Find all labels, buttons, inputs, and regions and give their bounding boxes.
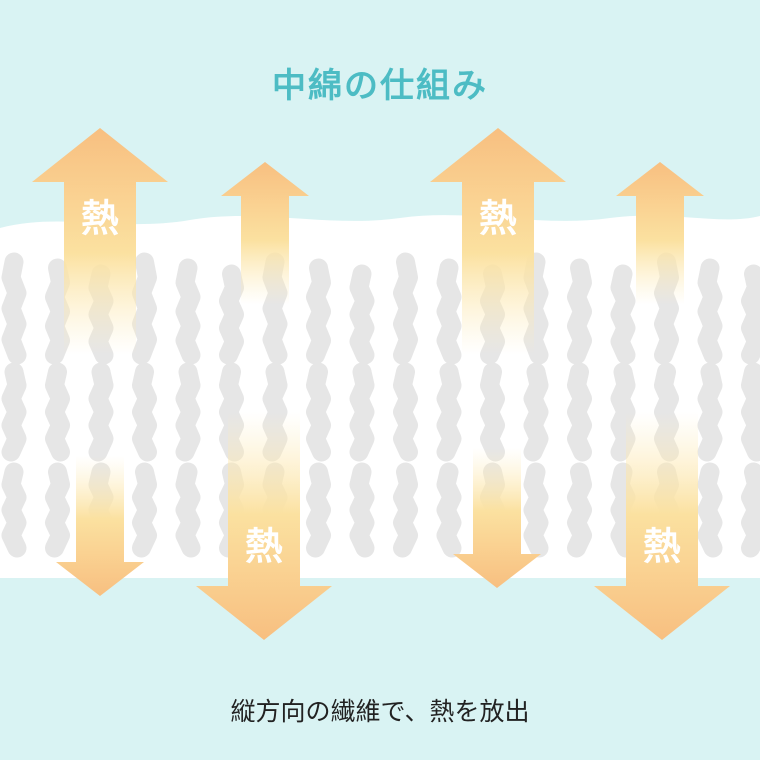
fiber-strand <box>741 462 760 558</box>
heat-arrow-down <box>453 448 541 588</box>
fiber-strand <box>567 362 592 462</box>
fiber-strand <box>697 462 723 558</box>
fiber-strand <box>523 462 549 558</box>
heat-label: 熱 <box>245 525 283 569</box>
fiber-strand <box>45 258 70 365</box>
fiber-strand <box>1 462 27 558</box>
heat-arrow-down <box>196 412 332 640</box>
fiber-strand <box>132 362 157 462</box>
fiber-strand <box>436 462 462 558</box>
fiber-strand <box>219 264 244 365</box>
fiber-strand <box>132 252 157 365</box>
fiber-strand <box>393 252 418 365</box>
heat-label: 熱 <box>479 197 517 241</box>
fiber-strand <box>306 362 331 462</box>
fiber-strand <box>45 462 70 558</box>
fiber-strand <box>349 462 375 558</box>
heat-label: 熱 <box>643 525 681 569</box>
fiber-strand <box>1 252 27 365</box>
fiber-strand <box>349 264 375 365</box>
fiber-strand <box>741 362 760 462</box>
fiber-strand <box>393 462 418 558</box>
fiber-strand <box>175 362 201 462</box>
fiber-strand <box>697 362 723 462</box>
fiber-strand <box>567 258 592 365</box>
heat-arrow-down <box>594 412 730 640</box>
fiber-strand <box>436 258 462 365</box>
fiber-strand <box>175 258 201 365</box>
fiber-strand <box>610 362 636 462</box>
fiber-strand <box>610 264 636 365</box>
heat-arrow-up <box>221 162 309 305</box>
heat-arrow-up <box>32 128 168 355</box>
fiber-strand <box>45 362 70 462</box>
fiber-strand <box>393 362 418 462</box>
fiber-strand <box>610 462 636 558</box>
heat-label: 熱 <box>81 197 119 241</box>
fiber-strand <box>436 362 462 462</box>
fiber-strand <box>132 462 157 558</box>
fiber-strand <box>697 258 723 365</box>
heat-arrows: 熱熱熱熱 <box>32 128 730 640</box>
fiber-strand <box>741 264 760 365</box>
diagram-caption: 縦方向の繊維で、熱を放出 <box>230 697 530 726</box>
fiber-strand <box>306 258 331 365</box>
fiber-strand <box>480 362 505 462</box>
diagram-title: 中綿の仕組み <box>272 66 488 106</box>
fiber-strand <box>306 462 331 558</box>
fiber-strand <box>349 362 375 462</box>
fiber-strand <box>523 362 549 462</box>
heat-arrow-up <box>430 128 566 355</box>
heat-arrow-up <box>616 162 704 305</box>
fiber-strand <box>1 362 27 462</box>
fiber-strand <box>567 462 592 558</box>
heat-arrow-down <box>56 456 144 596</box>
fiber-strand <box>175 462 201 558</box>
fiber-strand <box>88 362 114 462</box>
